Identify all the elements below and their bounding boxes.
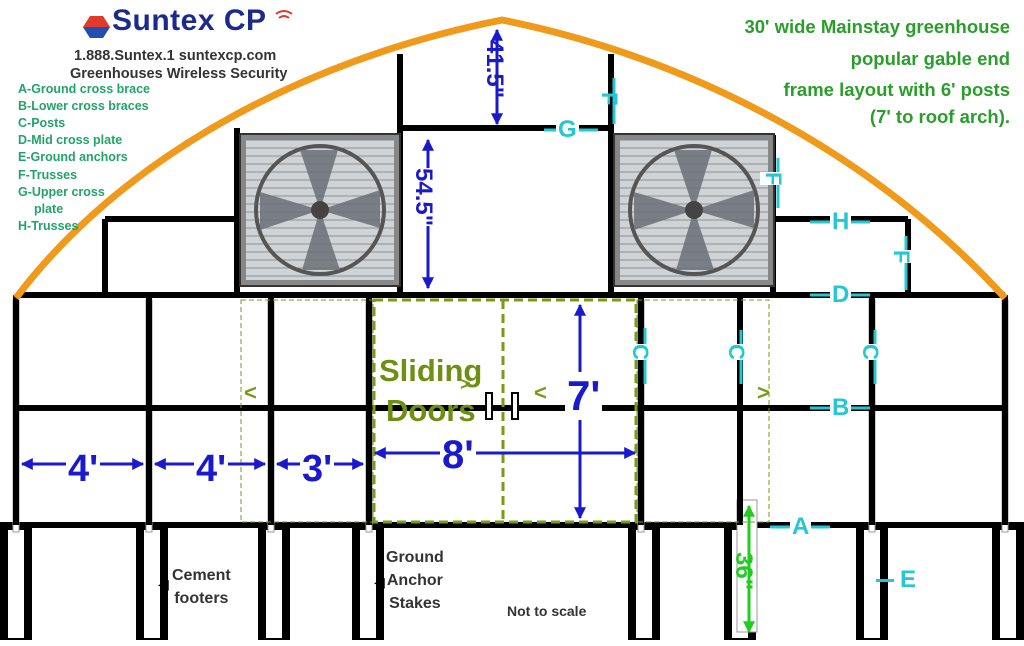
exhaust-fan-icon — [613, 133, 775, 287]
part-label-g: G — [556, 116, 579, 144]
dim-fan-height: 54.5" — [409, 168, 437, 227]
dim-span-2: 4' — [194, 448, 229, 491]
legend-item: D-Mid cross plate — [18, 133, 123, 147]
part-label-a: A — [790, 513, 812, 541]
frame-posts — [13, 54, 1008, 525]
legend-item: B-Lower cross braces — [18, 99, 149, 113]
part-label-f: F — [760, 172, 786, 186]
legend-item: A-Ground cross brace — [18, 82, 150, 96]
dim-span-1: 4' — [66, 448, 101, 491]
title-line: 30' wide Mainstay greenhouse — [744, 16, 1010, 37]
sliding-doors-label-1: Sliding — [379, 353, 483, 388]
title-line: popular gable end — [850, 48, 1010, 69]
door-slide-arrow-left: < — [244, 380, 257, 405]
brand-tagline: Greenhouses Wireless Security — [70, 66, 288, 82]
part-label-c: C — [857, 344, 883, 360]
title-line: (7' to roof arch). — [869, 106, 1010, 127]
sliding-doors-outline — [240, 298, 770, 524]
legend-item: C-Posts — [18, 116, 66, 130]
arrow-left-icon: ◀ — [374, 574, 385, 590]
ground-anchor-line: Ground — [386, 549, 444, 566]
dim-door-width: 8' — [440, 433, 476, 478]
dim-span-3: 3' — [300, 448, 335, 491]
ground-anchor-label: Ground Anchor Stakes — [386, 546, 444, 615]
door-handles — [485, 392, 519, 420]
title-line: frame layout with 6' posts — [783, 79, 1010, 100]
cement-footers-line: footers — [174, 590, 229, 607]
part-label-c: C — [627, 344, 653, 360]
door-open-arrow-left: < — [534, 380, 547, 405]
part-label-h: H — [830, 208, 852, 236]
roof-arch — [13, 16, 1008, 301]
ground-anchor-line: Anchor — [386, 572, 443, 589]
door-slide-arrow-right: > — [757, 380, 770, 405]
logo-hexagon-icon — [83, 16, 110, 38]
cement-footers-line: Cement — [172, 567, 231, 584]
dim-footer-depth: 36" — [730, 552, 757, 591]
cement-footers-label: Cement footers — [172, 564, 231, 610]
arrow-left-icon: ◀ — [158, 576, 169, 592]
part-label-e: E — [876, 566, 916, 594]
part-label-b: B — [830, 394, 852, 422]
brand-contact: 1.888.Suntex.1 suntexcp.com — [74, 48, 277, 64]
dim-peak-height: 41.5" — [481, 40, 508, 99]
ground-anchor-line: Stakes — [389, 595, 441, 612]
part-label-c: C — [723, 344, 749, 360]
legend-item: F-Trusses — [18, 168, 78, 182]
dim-door-height: 7' — [565, 372, 603, 420]
door-open-arrow-right: > — [460, 374, 471, 394]
legend-item: plate — [34, 202, 64, 216]
legend-item: H-Trusses — [18, 219, 79, 233]
part-label-f: F — [597, 92, 622, 106]
legend-item: E-Ground anchors — [18, 150, 128, 164]
ground-cross-brace — [0, 522, 1024, 528]
part-label-f: F — [888, 250, 914, 264]
sliding-doors-label-2: Doors — [386, 393, 476, 428]
wifi-signal-icon — [275, 10, 293, 19]
legend-item: G-Upper cross — [18, 185, 105, 199]
brand-name: Suntex CP — [112, 4, 267, 37]
exhaust-fan-icon — [239, 133, 401, 287]
part-label-d: D — [830, 281, 852, 309]
part-label-e-text: E — [900, 566, 917, 593]
not-to-scale-note: Not to scale — [507, 603, 587, 619]
